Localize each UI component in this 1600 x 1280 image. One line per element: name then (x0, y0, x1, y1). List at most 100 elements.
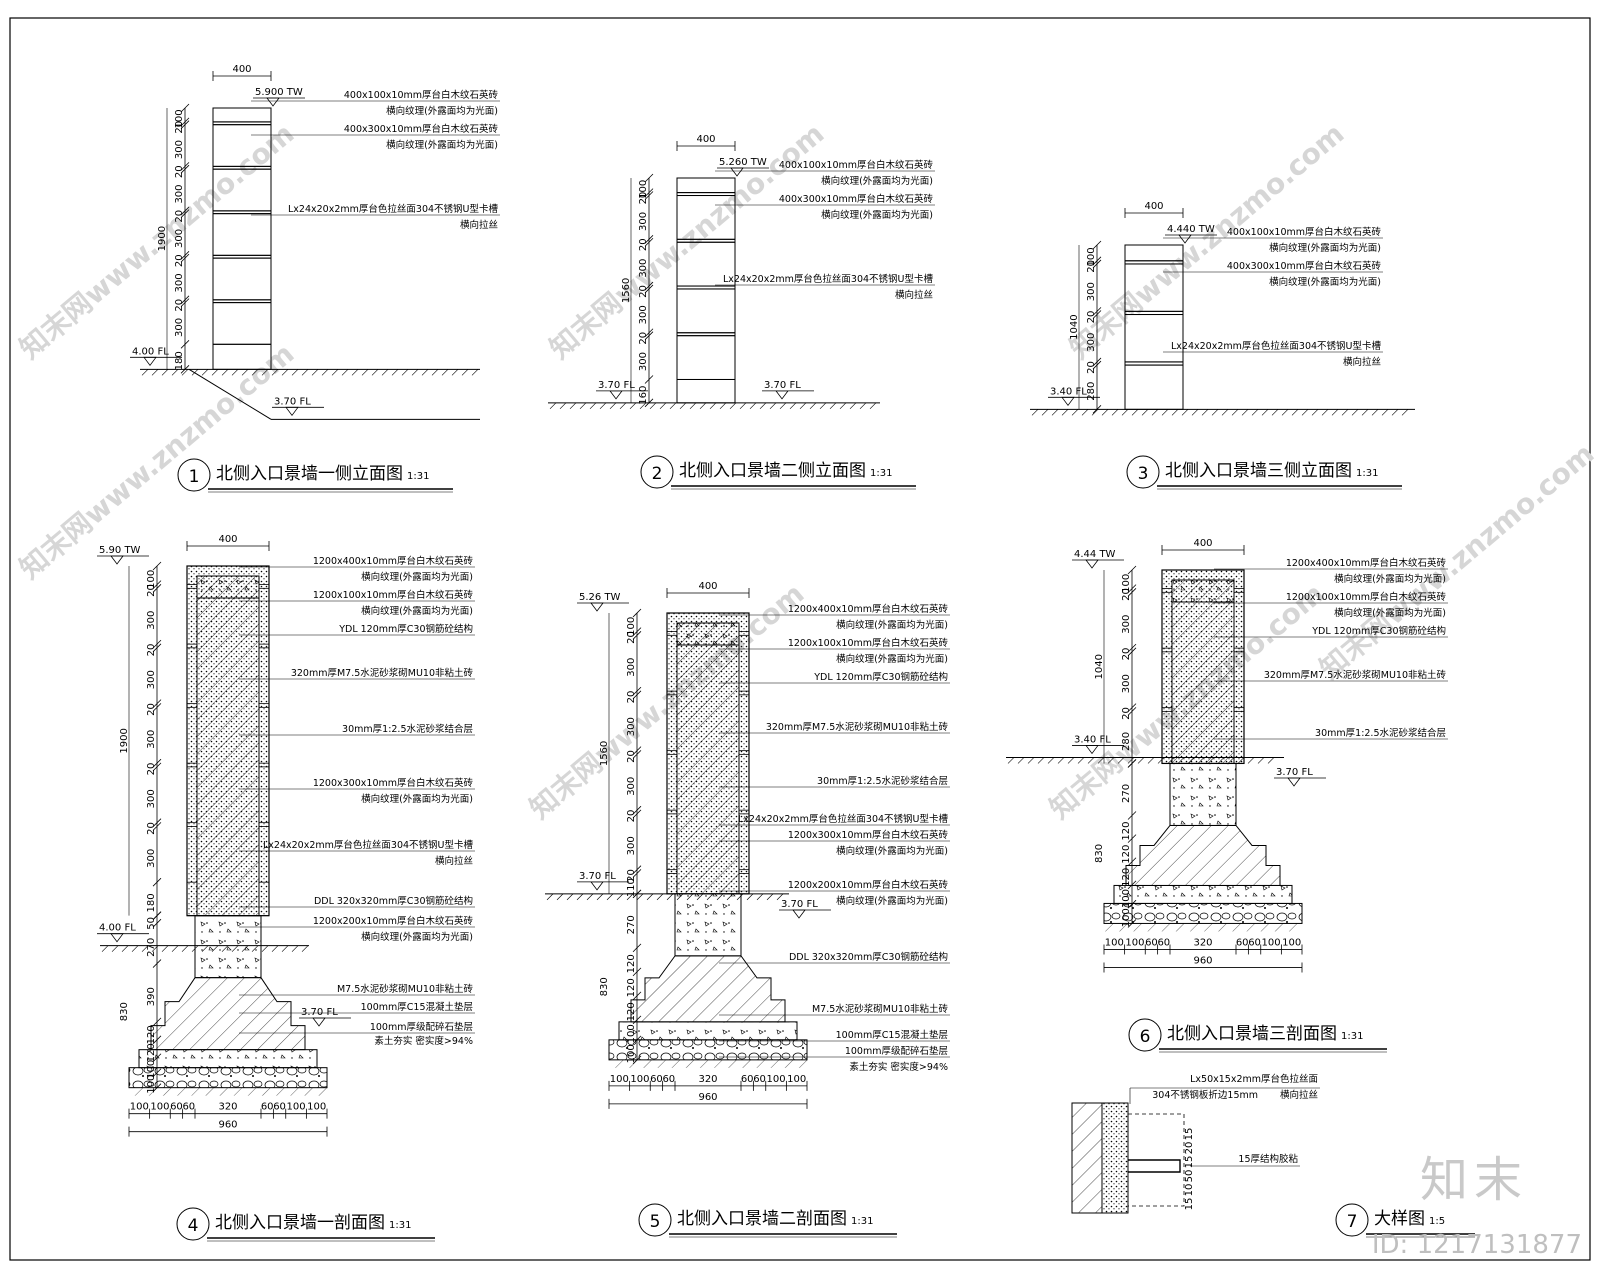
view-title: 大样图 (1374, 1209, 1425, 1229)
line (180, 298, 190, 307)
dim-label: 20 (146, 584, 157, 597)
line (261, 369, 269, 376)
line (1051, 409, 1059, 416)
level-label: 3.70 FL (301, 1007, 338, 1018)
line (589, 402, 597, 410)
annotation-note: 1200x200x10mm厚台白木纹石英砖 (313, 915, 474, 927)
line (1041, 409, 1049, 416)
annotation-note: YDL 120mm厚C30钢筋砼结构 (338, 623, 473, 635)
line (1092, 360, 1102, 370)
level-label: 4.440 TW (1167, 224, 1215, 235)
line (1291, 409, 1299, 416)
annotation-note: 横向拉丝 (435, 855, 473, 867)
dim-label: 100 (610, 1074, 629, 1085)
dim-label: 20 (638, 192, 649, 205)
line (1127, 707, 1137, 716)
detail-dim: 15 (1184, 1128, 1195, 1141)
line (839, 402, 847, 410)
annotation-note: 1200x400x10mm厚台白木纹石英砖 (313, 555, 474, 567)
title-number: 2 (652, 464, 663, 484)
dim-label: 120 (146, 1043, 157, 1062)
title-number-circle (177, 458, 211, 492)
dim-label: 400 (218, 534, 237, 545)
ddl-beam (1169, 762, 1237, 826)
line (180, 162, 190, 171)
annotation-note: 横向纹理(外露面均为光面) (386, 139, 498, 151)
line (1251, 409, 1259, 416)
line (311, 369, 319, 376)
line (1267, 757, 1275, 764)
line (121, 945, 129, 952)
level-label: 3.70 FL (1276, 767, 1313, 778)
section-4: 400100203002030020300203002030018019005.… (97, 534, 475, 1242)
line (619, 402, 627, 410)
title-number-circle (638, 1203, 672, 1237)
dim-label: 300 (638, 212, 649, 231)
line (632, 809, 642, 819)
line (461, 369, 469, 376)
dim-label: 400 (1144, 201, 1163, 212)
line (1127, 857, 1137, 867)
line (411, 369, 419, 376)
line (1081, 409, 1089, 416)
line (281, 369, 289, 376)
line (632, 869, 642, 878)
level-marker (792, 909, 806, 919)
line (1381, 409, 1389, 416)
annotation-note: 1200x100x10mm厚台白木纹石英砖 (1286, 591, 1447, 603)
line (301, 945, 309, 952)
dim-label: 390 (146, 987, 157, 1006)
line (632, 627, 642, 636)
dim-label: 300 (146, 670, 157, 689)
line (152, 762, 162, 772)
wall-core (1171, 579, 1235, 764)
annotation-note: 横向拉丝 (1343, 356, 1381, 368)
dim-label: 20 (626, 691, 637, 704)
dim-label: 20 (638, 332, 649, 345)
line (749, 402, 757, 410)
line (1111, 409, 1119, 416)
line (1061, 409, 1069, 416)
dim-label: 20 (174, 165, 185, 178)
dim-label: 300 (638, 352, 649, 371)
line (859, 402, 867, 410)
dim-label: 20 (1086, 361, 1097, 374)
dim-label: 60 (1145, 937, 1158, 948)
line (576, 893, 584, 901)
line (1211, 409, 1219, 416)
line (776, 893, 784, 901)
dim-label: 100 (626, 1044, 637, 1063)
line (559, 402, 567, 410)
annotation-note: 横向纹理(外露面均为光面) (1269, 242, 1381, 254)
annotation-note: 100mm厚C15混凝土垫层 (361, 1001, 473, 1013)
dim-label: 300 (626, 836, 637, 855)
line (1127, 899, 1137, 909)
annotation-note: Lx24x20x2mm厚台色拉丝面304不锈钢U型卡槽 (263, 839, 473, 851)
line (391, 369, 399, 376)
line (1127, 757, 1135, 764)
dim-label: 100 (1086, 247, 1097, 266)
title-number: 7 (1347, 1212, 1358, 1232)
level-marker (285, 406, 299, 416)
line (152, 818, 162, 827)
annotation-note: 1200x100x10mm厚台白木纹石英砖 (788, 637, 949, 649)
dim-label: 20 (626, 631, 637, 644)
line (729, 402, 737, 410)
view-title: 北侧入口景墙三侧立面图 (1165, 461, 1352, 481)
dim-label: 400 (232, 64, 251, 75)
dim-label: 20 (174, 121, 185, 134)
total-dim: 1040 (1069, 314, 1080, 339)
line (1092, 307, 1102, 316)
line (644, 331, 654, 340)
title-number: 4 (188, 1216, 199, 1236)
line (596, 893, 604, 901)
view-scale: 1:31 (1341, 1031, 1363, 1042)
dim-label: 20 (174, 299, 185, 312)
line (646, 893, 654, 901)
level-label: 5.900 TW (255, 87, 303, 98)
view-scale: 1:31 (389, 1220, 411, 1231)
line (1121, 409, 1129, 416)
drawings: 400100203002030020300203002030018019005.… (97, 64, 1475, 1242)
line (161, 369, 169, 376)
line (1201, 409, 1209, 416)
